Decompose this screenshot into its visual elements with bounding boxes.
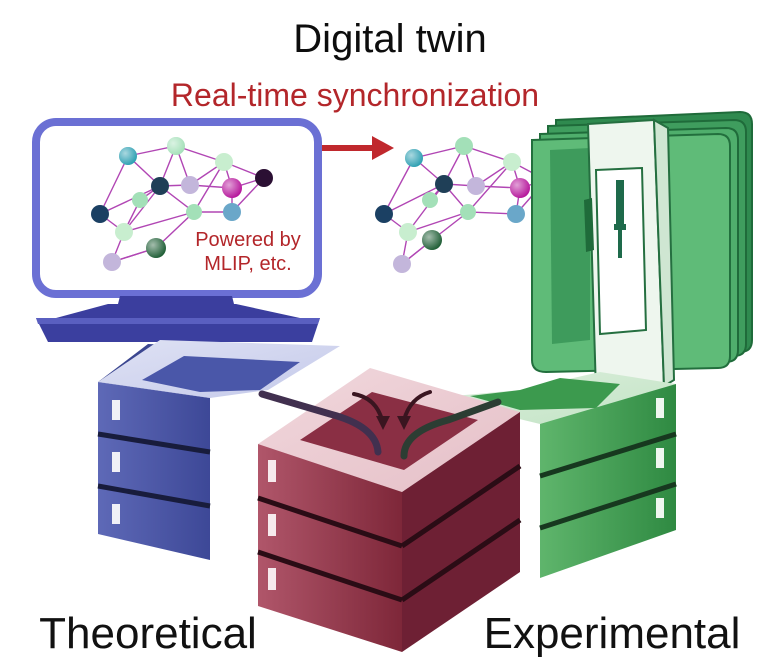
powered-by-text: Powered by bbox=[195, 229, 301, 251]
label-theoretical: Theoretical bbox=[39, 609, 257, 658]
molecule-atoms-left bbox=[91, 137, 273, 271]
computer-monitor-icon bbox=[32, 118, 322, 342]
server-stack-experimental bbox=[432, 372, 677, 578]
server-stack-theoretical bbox=[97, 340, 340, 560]
server-stack-shared bbox=[257, 368, 522, 652]
label-experimental: Experimental bbox=[484, 609, 741, 658]
sync-label: Real-time synchronization bbox=[171, 77, 539, 113]
page-title: Digital twin bbox=[293, 17, 486, 61]
data-link-arrows bbox=[258, 390, 502, 460]
microscope-cabinet-icon bbox=[531, 110, 753, 394]
powered-by-text-2: MLIP, etc. bbox=[204, 253, 291, 275]
